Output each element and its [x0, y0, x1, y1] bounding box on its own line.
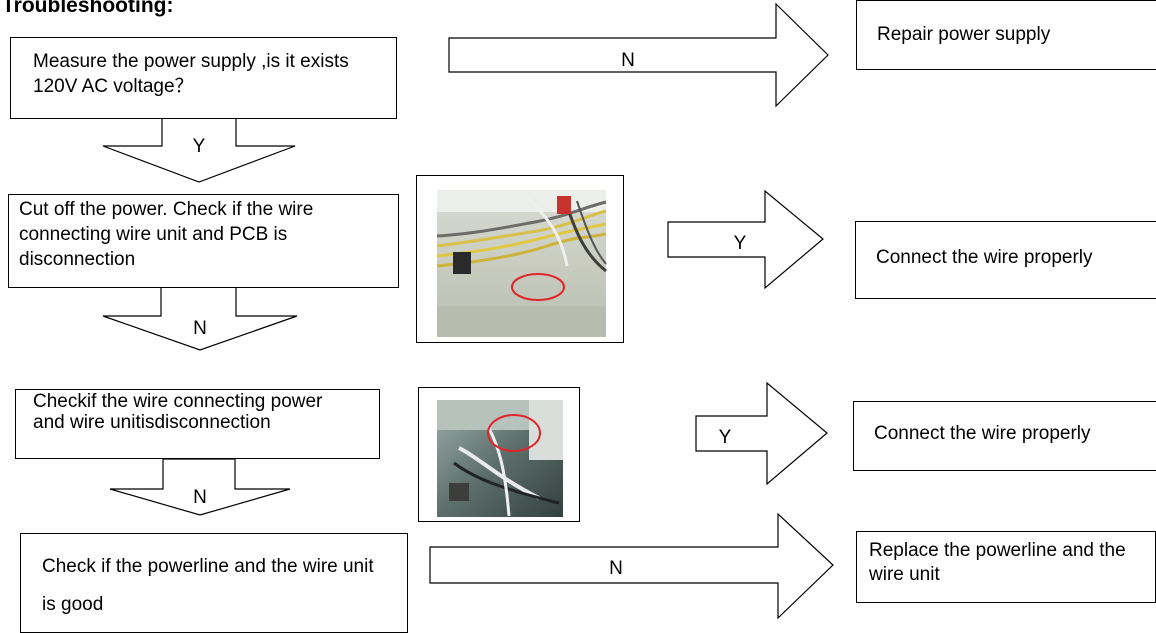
arrow-label-4: N: [193, 318, 207, 339]
arrow-label-7: N: [609, 558, 623, 579]
action-text-4: Replace the powerline and the wire unit: [869, 540, 1126, 585]
arrow-label-2: Y: [193, 136, 206, 157]
highlight-circle-2: [487, 414, 541, 452]
action-box-4: Replace the powerline and the wire unit: [856, 531, 1156, 603]
page-title: Troubleshooting:: [2, 0, 174, 17]
question-text-4: Check if the powerline and the wire unit…: [42, 556, 374, 615]
action-box-3: Connect the wire properly: [853, 401, 1156, 471]
wire-pcb-photo: [416, 175, 624, 343]
question-text-3b: and wire unitisdisconnection: [33, 412, 271, 433]
power-wire-photo: [418, 387, 580, 522]
question-text-2: Cut off the power. Check if the wire con…: [19, 199, 314, 270]
question-box-4: Check if the powerline and the wire unit…: [20, 533, 408, 633]
question-box-3: Checkif the wire connecting power and wi…: [15, 389, 380, 459]
question-box-1: Measure the power supply ,is it exists 1…: [10, 37, 397, 119]
arrow-down-2: [102, 286, 298, 351]
action-text-1: Repair power supply: [877, 24, 1051, 45]
arrow-label-5: Y: [719, 427, 732, 448]
arrow-label-3: Y: [734, 233, 747, 254]
action-box-1: Repair power supply: [856, 0, 1156, 70]
action-text-2: Connect the wire properly: [876, 247, 1093, 268]
arrow-label-6: N: [193, 487, 207, 508]
arrow-label-1: N: [621, 50, 635, 71]
action-text-3: Connect the wire properly: [874, 423, 1091, 444]
wire-pcb-photo-image: [436, 190, 607, 337]
highlight-circle-1: [511, 273, 565, 301]
power-wire-photo-image: [437, 400, 563, 517]
question-text-3a: Checkif the wire connecting power: [33, 391, 323, 412]
arrow-right-2: [667, 189, 824, 290]
arrow-right-4: [429, 512, 834, 620]
question-box-2: Cut off the power. Check if the wire con…: [8, 194, 399, 288]
arrow-right-1: [448, 2, 829, 108]
action-box-2: Connect the wire properly: [855, 221, 1156, 299]
arrow-right-3: [695, 381, 828, 486]
question-text-1: Measure the power supply ,is it exists 1…: [33, 51, 349, 97]
arrow-down-1: [102, 117, 296, 183]
arrow-down-3: [109, 458, 291, 516]
